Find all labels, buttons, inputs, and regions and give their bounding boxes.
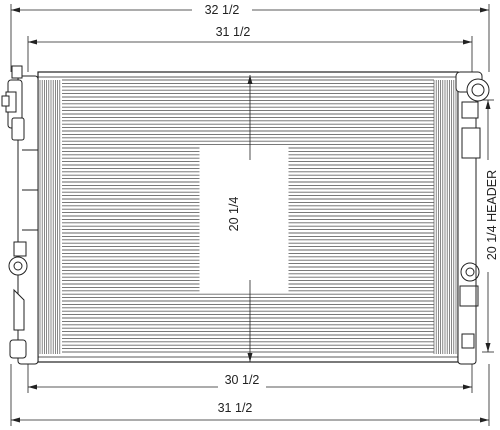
center-label-window <box>199 147 289 293</box>
top-inner-dimension <box>27 36 473 72</box>
bottom-inner-dimension-label: 30 1/2 <box>225 373 260 387</box>
top-inner-dimension-label: 31 1/2 <box>216 25 251 39</box>
center-height-label: 20 1/4 <box>227 197 241 232</box>
top-outer-dimension-label: 32 1/2 <box>205 3 240 17</box>
header-height-label: 20 1/4 HEADER <box>485 170 499 260</box>
left-fin-band <box>39 80 61 354</box>
right-fin-band <box>433 80 457 354</box>
center-height-dimension <box>247 75 253 362</box>
right-tank <box>455 71 490 365</box>
bottom-outer-dimension-label: 31 1/2 <box>218 401 253 415</box>
bottom-outer-dimension <box>10 364 490 426</box>
left-tank <box>1 65 39 365</box>
